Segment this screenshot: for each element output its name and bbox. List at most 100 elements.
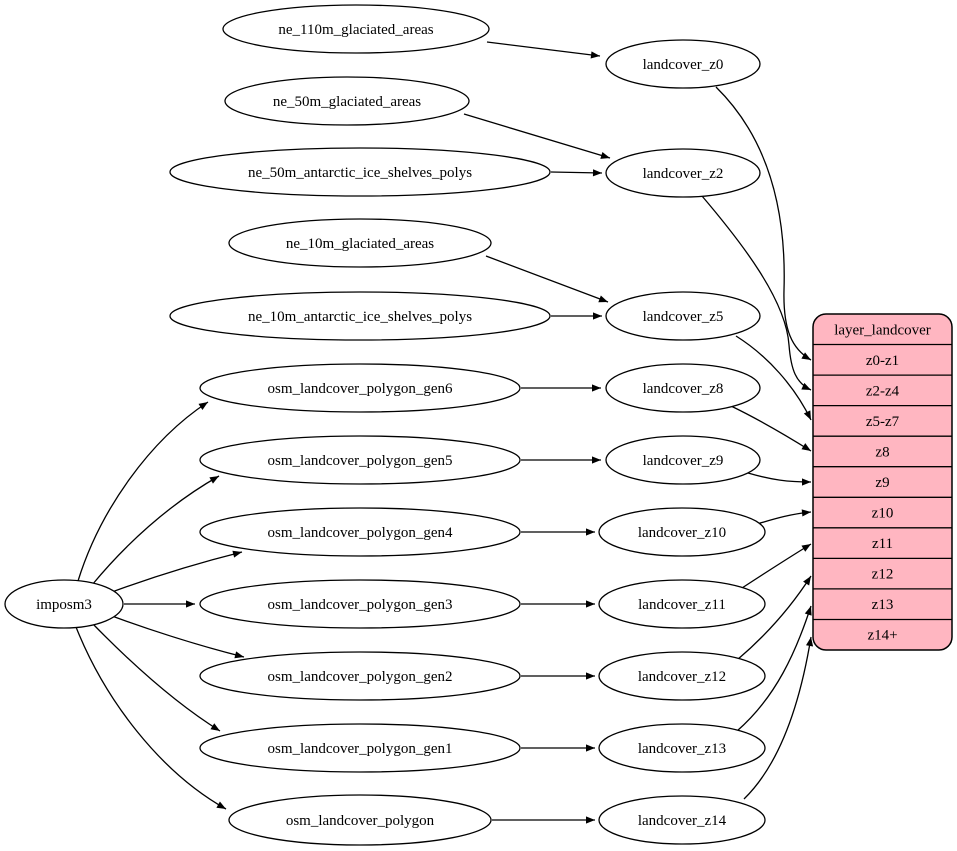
edge-imposm3-to-polygon	[75, 626, 227, 810]
node-imposm3: imposm3	[4, 579, 124, 629]
ne-50m-label: ne_50m_glaciated_areas	[273, 94, 421, 110]
landcover-z0-label: landcover_z0	[643, 57, 724, 73]
ne-110m-ellipse	[222, 4, 490, 54]
landcover-z13-label: landcover_z13	[638, 741, 726, 757]
landcover-z10-ellipse	[598, 507, 766, 557]
landcover-z12-ellipse	[598, 651, 766, 701]
polygon-ellipse	[228, 794, 492, 846]
gen3-label: osm_landcover_polygon_gen3	[268, 597, 453, 613]
table-row-z13: z13	[872, 597, 894, 613]
edge-z14-to-row-z14plus	[743, 636, 814, 800]
edge-z5-to-row-z5-z7	[735, 335, 812, 421]
edges	[75, 41, 814, 824]
table-layer-landcover: layer_landcover z0-z1 z2-z4 z5-z7 z8 z9 …	[812, 313, 953, 651]
node-landcover-z2: landcover_z2	[605, 148, 761, 198]
landcover-z10-label: landcover_z10	[638, 525, 726, 541]
landcover-z0-ellipse	[605, 39, 761, 89]
table-title: layer_landcover	[834, 323, 931, 339]
ne-110m-label: ne_110m_glaciated_areas	[278, 22, 433, 38]
landcover-z11-label: landcover_z11	[638, 597, 726, 613]
polygon-label: osm_landcover_polygon	[286, 813, 435, 829]
edge-z11-to-row-z11	[741, 543, 812, 589]
node-ne-10m-antarctic-ice-shelves-polys: ne_10m_antarctic_ice_shelves_polys	[169, 291, 551, 341]
edge-imposm3-to-gen4	[111, 550, 243, 593]
node-ne-50m-antarctic-ice-shelves-polys: ne_50m_antarctic_ice_shelves_polys	[169, 147, 551, 197]
edge-ne10m-to-landcover-z5	[485, 255, 609, 303]
node-ne-50m-glaciated-areas: ne_50m_glaciated_areas	[224, 76, 470, 126]
node-landcover-z12: landcover_z12	[598, 651, 766, 701]
ne-50m-antarctic-label: ne_50m_antarctic_ice_shelves_polys	[248, 165, 472, 181]
node-landcover-z11: landcover_z11	[598, 579, 766, 629]
table-row-z0-z1: z0-z1	[866, 353, 899, 369]
node-ne-10m-glaciated-areas: ne_10m_glaciated_areas	[228, 218, 492, 268]
edge-imposm3-to-gen1	[91, 622, 221, 732]
table-row-z5-z7: z5-z7	[866, 414, 900, 430]
gen4-label: osm_landcover_polygon_gen4	[268, 525, 453, 541]
edge-z8-to-row-z8	[730, 405, 812, 452]
landcover-z9-label: landcover_z9	[643, 453, 724, 469]
node-osm-landcover-polygon-gen5: osm_landcover_polygon_gen5	[199, 435, 521, 485]
node-landcover-z13: landcover_z13	[598, 723, 766, 773]
landcover-z5-label: landcover_z5	[643, 309, 724, 325]
landcover-z9-ellipse	[605, 435, 761, 485]
edge-z2-to-row-z2-z4	[701, 195, 812, 391]
edge-ne50m-to-landcover-z2	[463, 113, 611, 159]
gen6-ellipse	[199, 363, 521, 413]
node-osm-landcover-polygon-gen6: osm_landcover_polygon_gen6	[199, 363, 521, 413]
edge-imposm3-to-gen5	[91, 475, 220, 586]
gen3-ellipse	[199, 579, 521, 629]
edge-z13-to-row-z13	[736, 605, 812, 732]
edge-ne50m-antarctic-to-landcover-z2	[550, 169, 603, 177]
landcover-z5-ellipse	[605, 291, 761, 341]
ne-10m-antarctic-label: ne_10m_antarctic_ice_shelves_polys	[248, 309, 472, 325]
table-row-z9: z9	[875, 475, 889, 491]
node-osm-landcover-polygon-gen4: osm_landcover_polygon_gen4	[199, 507, 521, 557]
gen1-label: osm_landcover_polygon_gen1	[268, 741, 453, 757]
landcover-z12-label: landcover_z12	[638, 669, 726, 685]
ne-10m-label: ne_10m_glaciated_areas	[286, 236, 434, 252]
node-landcover-z14: landcover_z14	[598, 795, 766, 845]
table-row-z8: z8	[875, 445, 889, 461]
gen2-label: osm_landcover_polygon_gen2	[268, 669, 453, 685]
landcover-z2-label: landcover_z2	[643, 166, 724, 182]
imposm3-ellipse	[4, 579, 124, 629]
imposm3-label: imposm3	[36, 597, 92, 613]
ne-50m-antarctic-ellipse	[169, 147, 551, 197]
node-osm-landcover-polygon: osm_landcover_polygon	[228, 794, 492, 846]
edge-z10-to-row-z10	[756, 509, 812, 525]
node-landcover-z8: landcover_z8	[605, 363, 761, 413]
landcover-z14-ellipse	[598, 795, 766, 845]
edge-z12-to-row-z12	[736, 575, 812, 661]
edge-z9-to-row-z9	[747, 472, 812, 486]
edge-imposm3-to-gen2	[111, 615, 245, 659]
gen4-ellipse	[199, 507, 521, 557]
landcover-z14-label: landcover_z14	[638, 813, 727, 829]
table-row-z12: z12	[872, 567, 894, 583]
node-landcover-z9: landcover_z9	[605, 435, 761, 485]
table-row-z11: z11	[872, 536, 893, 552]
table-row-z10: z10	[872, 506, 894, 522]
gen6-label: osm_landcover_polygon_gen6	[268, 381, 453, 397]
node-osm-landcover-polygon-gen1: osm_landcover_polygon_gen1	[199, 723, 521, 773]
landcover-z2-ellipse	[605, 148, 761, 198]
landcover-z13-ellipse	[598, 723, 766, 773]
table-background	[812, 313, 953, 651]
gen2-ellipse	[199, 651, 521, 701]
gen5-label: osm_landcover_polygon_gen5	[268, 453, 453, 469]
node-landcover-z0: landcover_z0	[605, 39, 761, 89]
landcover-z8-label: landcover_z8	[643, 381, 724, 397]
table-row-z14plus: z14+	[867, 628, 897, 644]
landcover-z8-ellipse	[605, 363, 761, 413]
landcover-z11-ellipse	[598, 579, 766, 629]
node-landcover-z5: landcover_z5	[605, 291, 761, 341]
node-ne-110m-glaciated-areas: ne_110m_glaciated_areas	[222, 4, 490, 54]
ne-10m-antarctic-ellipse	[169, 291, 551, 341]
node-landcover-z10: landcover_z10	[598, 507, 766, 557]
node-osm-landcover-polygon-gen3: osm_landcover_polygon_gen3	[199, 579, 521, 629]
edge-imposm3-to-gen6	[77, 401, 209, 582]
gen5-ellipse	[199, 435, 521, 485]
gen1-ellipse	[199, 723, 521, 773]
edge-ne110m-to-landcover-z0	[486, 41, 601, 59]
